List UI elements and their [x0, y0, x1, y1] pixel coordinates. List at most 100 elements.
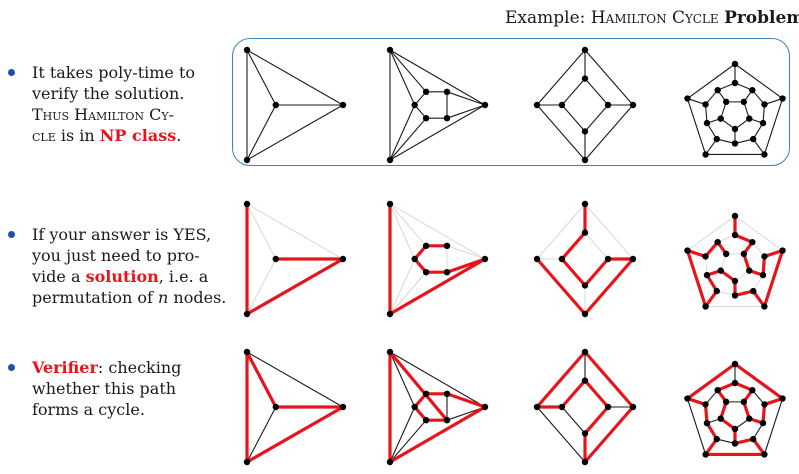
graph-node	[443, 269, 451, 276]
graph-node	[422, 417, 430, 424]
hamilton-edge	[685, 362, 737, 401]
graph-edge	[584, 49, 634, 106]
graph-node	[761, 401, 768, 408]
hamilton-edge	[245, 257, 345, 316]
graph-node	[749, 238, 756, 246]
graph-node	[604, 255, 612, 263]
graph-node	[339, 403, 347, 411]
bullet-line: forms a cycle.	[32, 400, 145, 419]
graph-node	[243, 458, 251, 466]
graph-node	[604, 101, 612, 109]
graph-node	[411, 255, 418, 263]
bullet-line: verify the solution.	[32, 84, 185, 103]
bullet-line: Verifier: checking	[32, 358, 182, 377]
examples-box	[232, 38, 790, 166]
graph-edge	[389, 406, 416, 463]
graph-node	[761, 151, 768, 158]
graph-node	[272, 403, 279, 411]
hamilton-edge	[560, 379, 587, 409]
graph-node	[481, 403, 489, 411]
graph-edge	[389, 104, 416, 161]
graph-node	[481, 101, 489, 109]
graph-edge	[536, 49, 586, 106]
graph-edge	[246, 104, 277, 161]
hamilton-edge	[583, 257, 610, 287]
graph-edge	[686, 63, 736, 100]
graph-node	[684, 95, 691, 102]
graph-node	[386, 310, 394, 318]
graph-edge-faint	[389, 271, 427, 315]
graph-node	[750, 287, 757, 295]
graph-node	[443, 242, 451, 249]
graph-node	[533, 403, 541, 411]
graph-node	[629, 101, 637, 109]
graph-node	[702, 401, 709, 408]
graph-node	[386, 46, 394, 54]
graph-node	[604, 403, 612, 411]
hamilton-edge	[583, 350, 635, 409]
graph-node	[731, 425, 739, 433]
graph-node	[717, 415, 724, 422]
graph-edge	[389, 104, 486, 161]
graph-node	[443, 115, 451, 122]
graph-node	[243, 46, 251, 54]
graph-node	[761, 101, 768, 108]
graph-node	[629, 255, 637, 263]
graph-edge	[246, 406, 277, 463]
hamilton-edge	[583, 379, 610, 409]
graph-edge-faint	[389, 258, 416, 315]
graph-node	[750, 435, 757, 443]
graph-edge	[446, 91, 486, 106]
graph-edge	[389, 419, 427, 463]
graph-node	[339, 101, 347, 109]
graph-node	[243, 200, 251, 208]
graph-node	[386, 156, 394, 164]
hamilton-edge	[388, 257, 487, 316]
bullet-line: vide a solution, i.e. a	[32, 267, 209, 286]
graph-edge	[246, 104, 344, 161]
graph-edge	[389, 49, 416, 106]
graph-node	[386, 458, 394, 466]
graph-edge-faint	[389, 203, 427, 247]
graph-node	[722, 250, 730, 258]
bullet-dot	[8, 231, 15, 238]
graph-node	[731, 140, 739, 147]
graph-edge-faint	[246, 258, 277, 315]
graph-edge-faint	[686, 215, 736, 252]
graph-node	[779, 95, 786, 102]
graph-node	[759, 271, 767, 279]
graph-node	[749, 86, 756, 94]
graph-node	[581, 46, 589, 54]
bullet-line: you just need to pro-	[32, 246, 200, 265]
graph-edge	[389, 49, 486, 106]
graph-node	[684, 395, 691, 402]
graph-node	[629, 403, 637, 411]
hamilton-edge	[733, 362, 785, 401]
graph-edge	[584, 78, 609, 106]
graph-node	[761, 253, 768, 260]
graph-edge-faint	[584, 203, 634, 260]
graph-node	[386, 348, 394, 356]
graph-node	[411, 403, 418, 411]
graph-node	[702, 101, 709, 108]
graph-node	[703, 419, 711, 427]
graph-node	[339, 255, 347, 263]
graph-edge	[561, 104, 586, 132]
hamilton-edge	[245, 350, 278, 409]
graph-node	[422, 88, 430, 96]
graph-edge	[686, 397, 707, 456]
graph-node	[749, 386, 756, 394]
graph-node	[713, 287, 720, 295]
hamilton-edge	[445, 257, 487, 274]
graph-edge	[686, 97, 707, 156]
graph-edge-faint	[389, 203, 486, 260]
graph-node	[717, 267, 724, 274]
graph-node	[243, 156, 251, 164]
hamilton-edge	[583, 257, 635, 316]
graph-edge	[734, 63, 784, 100]
graph-node	[731, 212, 739, 220]
hamilton-edge	[535, 257, 587, 316]
graph-edge	[246, 49, 277, 106]
graph-node	[581, 282, 589, 289]
graph-node	[581, 75, 589, 82]
